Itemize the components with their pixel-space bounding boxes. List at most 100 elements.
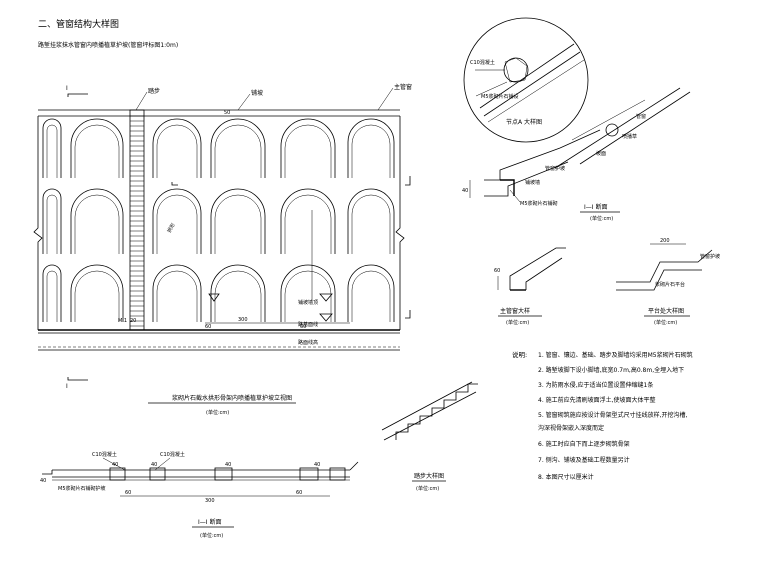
- ladder-label: 踏步: [148, 87, 160, 95]
- arch-frame: [42, 118, 62, 178]
- arch-frame-inner: [284, 270, 332, 322]
- elevation-title: 浆砌片石截水拱形骨架内喷播植草护坡立视图: [172, 394, 292, 402]
- dim-b3: 60: [300, 324, 306, 330]
- arch-frame-inner: [351, 124, 391, 178]
- arch-frame: [347, 118, 395, 178]
- arch-frame: [280, 264, 336, 322]
- note-3: 3. 为防雨水侵,应于适当位置设置伸缩缝1条: [538, 381, 653, 389]
- bottom-unit: (单位:cm): [200, 532, 223, 539]
- section-11: 40 管窗护坡 铺坡墙 M5浆砌片石铺砌 I—I 断面 (单位:cm): [462, 129, 620, 222]
- arch-frame: [347, 264, 395, 322]
- section-block: [109, 467, 126, 481]
- detail-c10: C10混凝土: [470, 59, 495, 66]
- platform-unit: (单位:cm): [654, 319, 677, 326]
- platform-detail: 200 管窗护坡 浆砌片石平台 平台处大样图 (单位:cm): [616, 238, 720, 326]
- detail-a-label: 节点A 大样图: [506, 118, 542, 126]
- dim-l2: 20: [130, 318, 136, 324]
- main-pipe-unit: (单位:cm): [506, 319, 529, 326]
- note-2: 2. 路堑坡脚下设小脚墙,底宽0.7m,高0.8m,全埋入地下: [538, 366, 684, 374]
- arch-frame: [42, 188, 62, 254]
- bottom-dim-left: 40: [40, 478, 46, 484]
- arch-frame-inner: [46, 270, 58, 322]
- arch-frame: [347, 188, 395, 254]
- detail-a-grass: 喷播草: [622, 133, 637, 140]
- main-pipe-label: 主管窗: [394, 83, 412, 91]
- stair-detail: 踏步大样图 (单位:cm): [381, 381, 478, 492]
- arch-frame: [152, 118, 202, 178]
- arch-frame: [210, 188, 266, 254]
- main-pipe-dim: 60: [494, 268, 500, 274]
- arch-frame-inner: [284, 124, 332, 178]
- arch-frame-inner: [214, 194, 262, 254]
- arch-label: 拱形: [166, 222, 177, 234]
- bottom-dim-2: 300: [205, 498, 215, 504]
- section-edge: [349, 461, 359, 471]
- section-block: [299, 467, 319, 481]
- note-8: 8. 本图尺寸以厘米计: [538, 473, 594, 481]
- arch-frame-inner: [351, 270, 391, 322]
- platform-dim: 200: [660, 238, 670, 244]
- notes-heading: 说明:: [512, 350, 527, 359]
- bottom-dim-3: 60: [296, 490, 302, 496]
- bottom-dim-1: 60: [125, 490, 131, 496]
- arch-frame: [280, 118, 336, 178]
- arch-frame: [280, 188, 336, 254]
- arch-frame: [210, 118, 266, 178]
- dim-l1: M 1: [118, 318, 127, 324]
- arch-frame-inner: [74, 124, 120, 178]
- arch-frame: [70, 118, 124, 178]
- ground-label: 路基面线: [298, 321, 318, 328]
- wall-label: 铺坡墙顶: [298, 299, 318, 306]
- note-7: 7. 侧沟、铺坡及基础工程数量另计: [538, 456, 630, 464]
- detail-a-pipe: 管窗: [636, 113, 646, 120]
- note-4: 4. 施工前应先清刷坡面浮土,使坡面大体平整: [538, 396, 656, 404]
- dim-top: 50: [224, 110, 230, 116]
- bottom-title: I—I 断面: [198, 518, 221, 526]
- bottom-dim-7: 40: [314, 462, 320, 468]
- sec11-berm: 铺坡墙: [525, 179, 540, 186]
- road-label: 路面线高: [298, 339, 318, 346]
- sec11-unit: (单位:cm): [590, 215, 613, 222]
- arch-frame-inner: [46, 194, 58, 254]
- arch-frame-inner: [156, 124, 198, 178]
- detail-m5: M5浆砌片石铺设: [481, 93, 519, 100]
- sheet-title: 二、管窗结构大样图: [38, 18, 119, 30]
- arch-frame: [70, 188, 124, 254]
- main-pipe-detail: 60 主管窗大样 (单位:cm): [494, 247, 566, 326]
- section-block: [329, 467, 346, 481]
- section-bottom: C10混凝土 C10混凝土 M5浆砌片石铺砌护坡 40 60 300 60 40…: [40, 451, 359, 539]
- bottom-dim-4: 40: [112, 462, 118, 468]
- arch-frame-inner: [46, 124, 58, 178]
- arch-frame: [210, 264, 266, 322]
- arch-frame-inner: [156, 270, 198, 322]
- sec11-dim: 40: [462, 188, 468, 194]
- toe-label: 铺坡: [251, 89, 263, 97]
- stair-unit: (单位:cm): [416, 485, 439, 492]
- stair-title: 踏步大样图: [414, 472, 444, 480]
- arch-frame-inner: [284, 194, 332, 254]
- section-block: [214, 467, 233, 481]
- note-6: 6. 施工时应自下而上逐步砌筑骨架: [538, 440, 630, 448]
- platform-label-b: 浆砌片石平台: [655, 281, 685, 288]
- bottom-c10-a: C10混凝土: [92, 451, 117, 458]
- platform-title: 平台处大样图: [648, 307, 684, 315]
- bottom-dim-5: 40: [151, 462, 157, 468]
- sec11-title: I—I 断面: [584, 203, 607, 211]
- sec-mark-top: I: [66, 85, 68, 92]
- sec11-m5: M5浆砌片石铺砌: [520, 200, 558, 207]
- notes-block: 说明: 1. 管窗、镶边、基础、踏步及脚墙均采用M5浆砌片石砌筑 2. 路堑坡脚…: [512, 350, 693, 481]
- sheet-subtitle: 路堑挂浆抹水管窗内喷播植草护坡(管窗坪标图1:0m): [38, 41, 178, 49]
- platform-label-a: 管窗护坡: [700, 253, 720, 260]
- bottom-m5: M5浆砌片石铺砌护坡: [58, 485, 106, 492]
- arch-frame: [42, 264, 62, 322]
- arch-frame-inner: [74, 270, 120, 322]
- arch-frame-inner: [351, 194, 391, 254]
- dim-b1: 60: [205, 324, 211, 330]
- sec-mark-bottom: I: [66, 383, 68, 390]
- arch-frame: [70, 264, 124, 322]
- bottom-c10-b: C10混凝土: [160, 451, 185, 458]
- arch-frame-inner: [156, 194, 198, 254]
- arch-frame-inner: [74, 194, 120, 254]
- bottom-dim-6: 40: [225, 462, 231, 468]
